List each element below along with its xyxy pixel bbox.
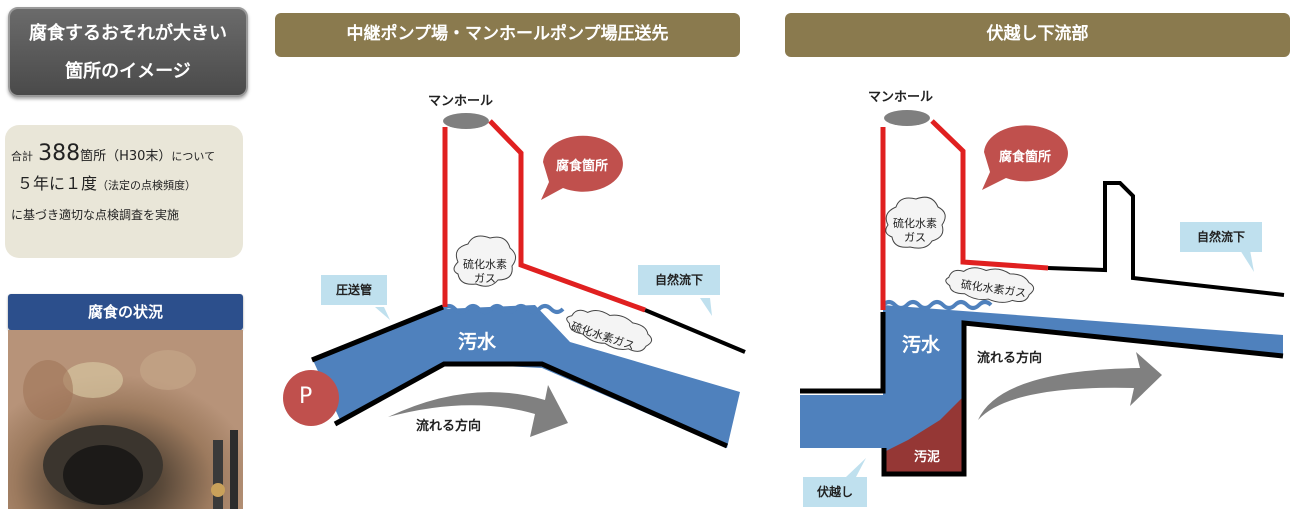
pipe-upper-wall (311, 304, 444, 363)
info-count-suffix: 箇所（H30末） (80, 149, 172, 164)
siphon-wall-outer (800, 312, 886, 394)
gas-label-right-line2: ガス (904, 231, 926, 244)
siphon-wall-inner (881, 320, 1284, 477)
info-prefix: 合計 (11, 150, 33, 163)
natural-tag-tail (700, 298, 712, 316)
sidebar-title-line2: 箇所のイメージ (65, 61, 191, 82)
corrosion-bubble-right (982, 125, 1068, 190)
pump-icon (283, 370, 339, 426)
manhole-cover-right (884, 110, 930, 126)
inspection-info: 合計 388箇所（H30末）について ５年に１度（法定の点検頻度） に基づき適切… (5, 125, 243, 258)
sewage-label-right: 汚水 (902, 334, 941, 356)
sludge-label: 汚泥 (914, 450, 941, 465)
pipe-top-wall-right (1047, 181, 1285, 297)
info-frequency: ５年に１度 (17, 174, 98, 193)
sidebar-title: 腐食するおそれが大きい 箇所のイメージ (8, 7, 248, 97)
pressure-pipe-tag: 圧送管 (321, 275, 387, 305)
gas-label-left-line1: 硫化水素 (463, 258, 507, 271)
gas-flow-cloud (566, 309, 653, 352)
sewage-water (312, 305, 740, 448)
panel-right-header: 伏越し下流部 (785, 13, 1290, 57)
pressure-tag-tail (375, 307, 390, 320)
corrosion-bubble (541, 135, 623, 200)
corroded-wall-right (488, 119, 646, 313)
pump-label: P (299, 384, 313, 409)
gas-label-right: 硫化水素 ガス (889, 217, 941, 245)
natural-flow-tag-right: 自然流下 (1180, 222, 1262, 252)
pipe-lower-wall (333, 361, 729, 449)
corroded-wall-right-right (930, 119, 1049, 271)
corrosion-label-left: 腐食箇所 (556, 159, 609, 174)
sludge (884, 398, 962, 472)
water-wave (441, 304, 565, 314)
flow-direction-label-right: 流れる方向 (977, 351, 1043, 366)
gas-label-right-line1: 硫化水素 (893, 217, 937, 230)
siphon-tag-tail (846, 458, 866, 477)
gas-cloud-right (885, 196, 946, 249)
manhole-label-right: マンホール (868, 90, 934, 105)
water-wave-right (881, 300, 993, 310)
corrosion-label-right: 腐食箇所 (999, 150, 1052, 165)
info-frequency-note: （法定の点検頻度） (97, 179, 197, 192)
gas-cloud (453, 235, 516, 287)
info-count-after: について (171, 150, 216, 163)
flow-arrow-right (978, 352, 1162, 420)
manhole-label-left: マンホール (428, 94, 494, 109)
flow-arrow (388, 385, 568, 437)
pump-station-diagram (283, 113, 746, 449)
info-count: 388 (38, 141, 81, 166)
corrosion-photo (8, 330, 243, 509)
natural-tag-tail-right (1240, 250, 1254, 272)
panel-left-header: 中継ポンプ場・マンホールポンプ場圧送先 (275, 13, 740, 57)
natural-flow-tag-left: 自然流下 (638, 265, 720, 295)
gas-flow-cloud-right (945, 267, 1035, 303)
flow-direction-label-left: 流れる方向 (416, 419, 482, 434)
gas-label-left-line2: ガス (474, 272, 496, 285)
manhole-cover (443, 113, 489, 129)
info-line3: に基づき適切な点検調査を実施 (11, 208, 180, 222)
gas-label-left: 硫化水素 ガス (459, 258, 511, 286)
sewage-label-left: 汚水 (458, 331, 497, 353)
corrosion-status-title: 腐食の状況 (8, 294, 243, 330)
siphon-diagram (800, 110, 1285, 477)
siphon-tag: 伏越し (803, 477, 867, 507)
sidebar-title-line1: 腐食するおそれが大きい (29, 23, 227, 44)
sewage-water-right (800, 305, 1283, 471)
pipe-outlet-top (644, 308, 746, 354)
